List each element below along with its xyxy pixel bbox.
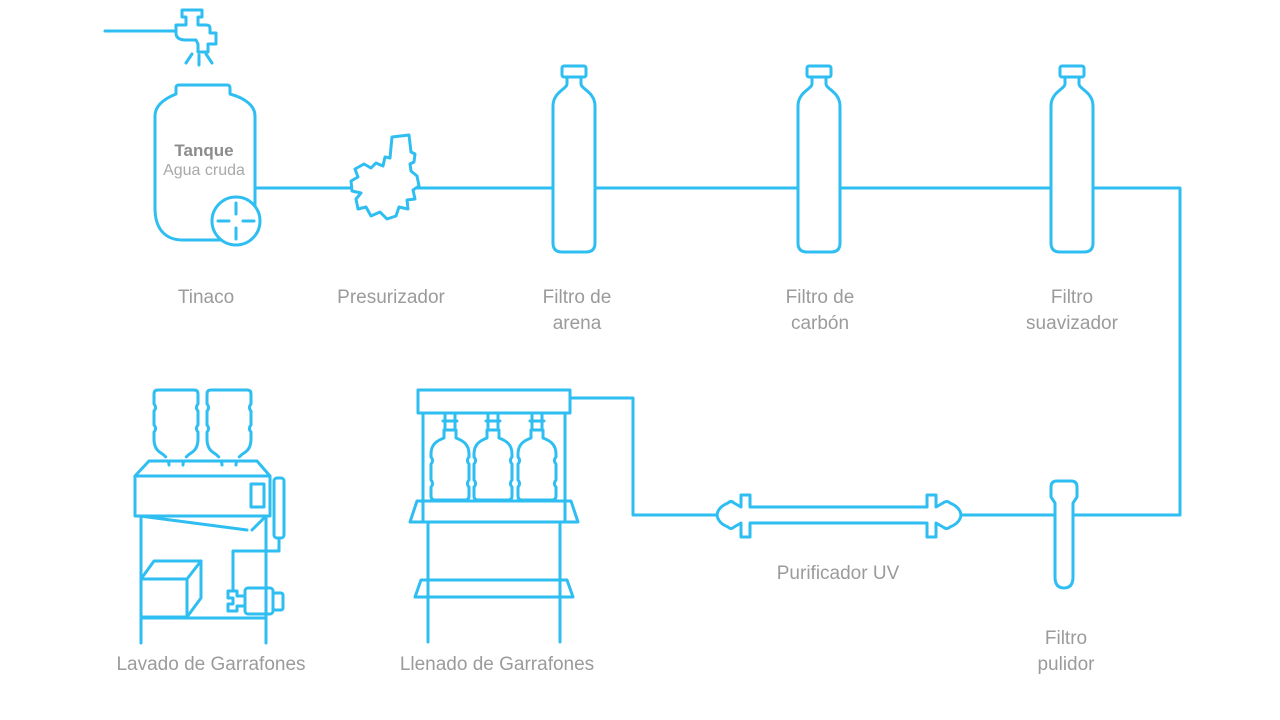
bottle-filler-icon <box>408 388 580 644</box>
polisher-filter-icon <box>1049 479 1079 590</box>
sand-filter-icon <box>551 64 597 254</box>
label-presurizador: Presurizador <box>337 287 445 308</box>
inverted-bottle-icon <box>152 388 200 467</box>
label-purificador-uv: Purificador UV <box>776 563 900 584</box>
washer-funnel <box>138 514 268 532</box>
washer-pump-icon <box>226 586 285 616</box>
filler-shelf <box>413 578 575 599</box>
faucet-icon <box>103 8 218 54</box>
tank-subtitle: Agua cruda <box>163 162 245 179</box>
washer-side-column <box>272 476 286 540</box>
label-tinaco: Tinaco <box>177 287 235 308</box>
softener-filter-icon <box>1049 64 1095 254</box>
inverted-bottle-icon <box>205 388 253 467</box>
pipe-lines <box>251 186 1182 517</box>
washer-hood <box>133 459 272 478</box>
washer-body <box>133 474 272 518</box>
uv-purifier-icon <box>715 493 963 539</box>
bottle-washer-icon <box>133 388 286 645</box>
label-lavado: Lavado de Garrafones <box>116 654 306 675</box>
water-spray-icon <box>184 52 214 67</box>
label-filtro-suavizador: Filtro suavizador <box>1026 287 1118 334</box>
pressurizer-pump-icon <box>349 133 421 221</box>
washer-panel <box>249 482 266 509</box>
carbon-filter-icon <box>796 64 842 254</box>
label-filtro-pulidor: Filtro pulidor <box>1037 628 1095 675</box>
bottle-icon <box>516 428 558 502</box>
filler-posts <box>421 411 567 524</box>
filler-legs <box>426 520 562 644</box>
label-filtro-arena: Filtro de arena <box>542 287 612 334</box>
filler-manifold <box>416 388 572 415</box>
label-llenado: Llenado de Garrafones <box>399 654 595 675</box>
bottle-icon <box>472 428 514 502</box>
label-filtro-carbon: Filtro de carbón <box>785 287 855 334</box>
tank-title: Tanque <box>174 141 234 160</box>
washer-drain-pipe <box>231 536 281 592</box>
filler-tray <box>408 499 580 524</box>
washer-basin <box>139 559 203 619</box>
bottle-icon <box>429 428 471 502</box>
tank-valve-icon <box>210 195 262 247</box>
filler-nozzles <box>441 411 546 430</box>
